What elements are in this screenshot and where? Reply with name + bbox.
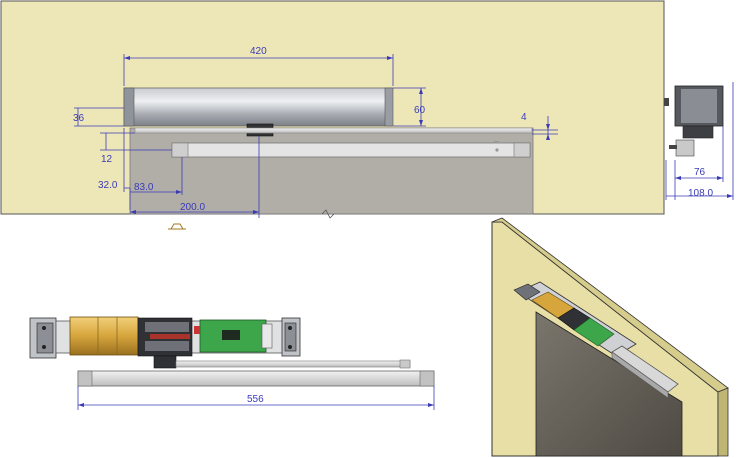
floor-symbol-icon [168, 223, 186, 230]
motor-gold [69, 316, 139, 356]
top-dimension-lines [77, 386, 435, 410]
dim-side-depth: 76 [694, 167, 706, 178]
gearbox-red-belt [150, 334, 190, 339]
front-view: 420 60 36 4 12 32.0 83.0 200.0 [0, 0, 665, 230]
side-body-highlight [681, 89, 717, 123]
arm-pivot [153, 355, 177, 369]
side-mount-pin [669, 145, 677, 149]
right-end-plate [284, 322, 297, 352]
side-bracket [682, 125, 714, 139]
side-dimension-arrows [675, 176, 733, 198]
guide-left-end [171, 142, 189, 158]
left-end-plate [36, 322, 54, 354]
top-rail [134, 127, 533, 134]
lower-guide-rail [77, 370, 435, 387]
operator-cylinder [123, 87, 393, 127]
iso-guide-rail-side [611, 351, 669, 399]
dim-arm-pivot: 83.0 [134, 182, 154, 193]
guide-marker [494, 141, 499, 143]
dim-arm-left: 32.0 [98, 180, 118, 191]
side-mount [675, 139, 695, 157]
side-small-tab [664, 98, 669, 106]
operator-left-cap [123, 87, 135, 127]
dim-body-height: 60 [414, 105, 426, 116]
pcb-red-wire [194, 326, 200, 334]
dim-body-offset: 36 [73, 113, 85, 124]
guide-right-end [513, 142, 531, 158]
upper-guide-end [399, 359, 411, 369]
dim-rail-drop: 12 [101, 154, 113, 165]
right-bolt-top [288, 326, 292, 330]
dim-side-total-depth: 108.0 [688, 188, 713, 199]
pcb-chip [222, 330, 240, 340]
dim-rail-gap: 4 [521, 112, 527, 123]
lower-guide-left-cap [77, 370, 93, 387]
lower-guide-right-cap [419, 370, 435, 387]
left-bolt-top [42, 326, 46, 330]
isometric-view [491, 217, 729, 457]
front-dimension-arrows [124, 56, 550, 214]
break-mark [321, 209, 335, 219]
upper-guide-rail [175, 360, 411, 368]
right-bolt-bottom [288, 345, 292, 349]
iso-wall-side [717, 387, 729, 457]
top-dimension-arrows [78, 403, 434, 407]
gearbox-plate [145, 322, 189, 332]
dim-top-length: 556 [247, 394, 264, 405]
pcb-connector [261, 323, 273, 349]
top-view: 556 [29, 316, 435, 410]
iso-operator-pcb [573, 317, 615, 347]
left-bolt-bottom [42, 345, 46, 349]
guide-screw [495, 148, 499, 152]
gearbox-plate-low [145, 341, 189, 351]
door-leaf [129, 127, 534, 215]
side-view: 76 108.0 [664, 82, 734, 200]
iso-left-end [513, 283, 541, 301]
dim-pivot-span: 200.0 [180, 202, 205, 213]
dim-overall-width: 420 [250, 46, 267, 57]
guide-channel [171, 142, 531, 158]
operator-right-cap [384, 87, 394, 127]
side-dimension-lines [665, 82, 734, 200]
